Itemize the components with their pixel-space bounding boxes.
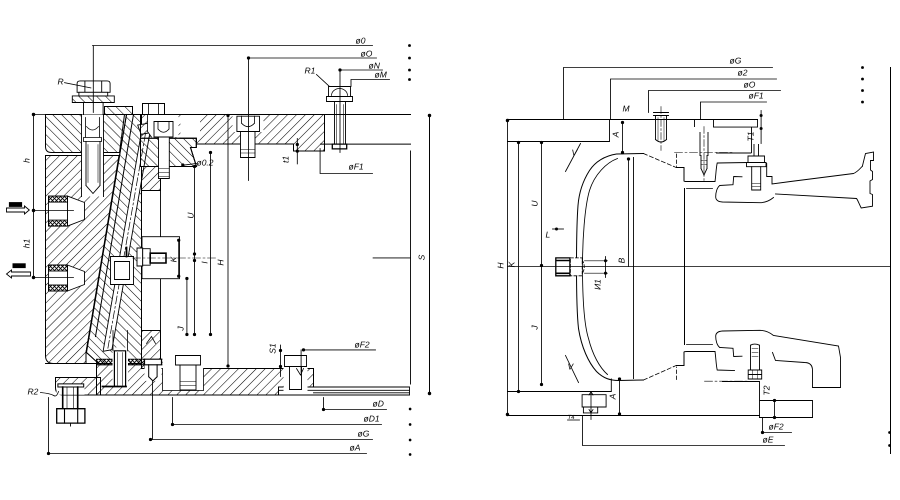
svg-text:øF1: øF1 [349,162,364,172]
svg-text:øE: øE [763,435,774,445]
svg-text:U: U [186,212,196,219]
svg-text:øF2: øF2 [355,340,370,350]
svg-text:U: U [530,200,540,207]
svg-text:ø0: ø0 [356,36,366,46]
svg-text:H: H [496,262,506,269]
svg-text:V: V [568,362,575,372]
svg-text:ø0.2: ø0.2 [197,158,214,168]
svg-text:t1: t1 [281,156,291,163]
svg-text:J: J [176,326,186,332]
svg-text:R2: R2 [28,387,39,397]
svg-text:B: B [617,257,627,263]
svg-text:øO: øO [361,49,373,59]
svg-text:øG: øG [358,429,370,439]
svg-text:øO: øO [744,80,756,90]
svg-text:I: I [200,261,210,264]
svg-text:øD1: øD1 [364,414,380,424]
svg-text:K: K [507,261,517,267]
svg-text:T2: T2 [762,385,772,395]
svg-text:И1: И1 [593,279,603,290]
svg-text:øA: øA [350,443,361,453]
svg-text:S: S [417,254,427,260]
svg-text:øF2: øF2 [769,422,784,432]
svg-text:øG: øG [730,56,742,66]
svg-text:øN: øN [369,61,381,71]
svg-text:J: J [530,325,540,331]
svg-text:L: L [546,230,551,240]
svg-text:M: M [623,104,631,114]
svg-text:T1: T1 [746,131,756,141]
svg-text:R: R [58,77,64,87]
svg-text:K: K [169,256,179,262]
svg-text:øM: øM [375,70,388,80]
svg-text:T4: T4 [568,414,576,421]
svg-text:h: h [22,158,32,163]
svg-text:h1: h1 [22,239,32,249]
svg-text:S1: S1 [268,343,278,354]
svg-text:H: H [216,259,226,266]
svg-text:R1: R1 [305,66,316,76]
svg-text:øD: øD [373,399,384,409]
svg-text:A: A [608,393,618,400]
svg-text:ø2: ø2 [738,68,748,78]
svg-text:A: A [611,131,621,138]
svg-text:V: V [572,148,579,158]
svg-text:øF1: øF1 [749,91,764,101]
